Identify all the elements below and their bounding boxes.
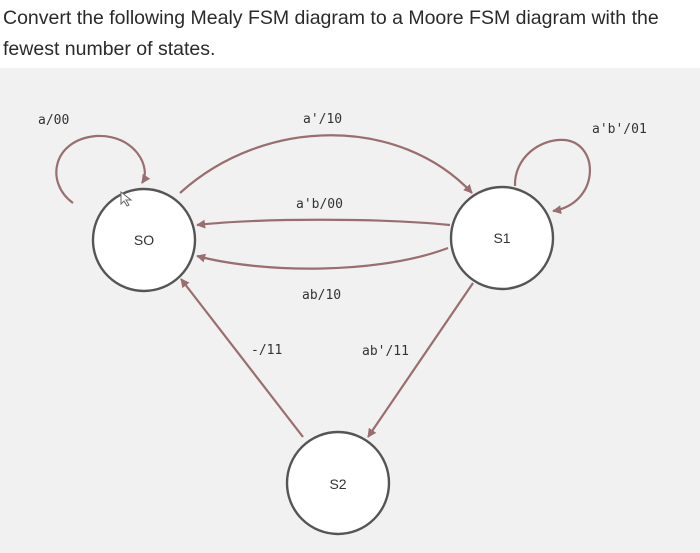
edge-s0-self bbox=[55, 134, 151, 204]
edge-label-s0-self: a/00 bbox=[38, 113, 69, 128]
state-s0: SO bbox=[91, 187, 197, 293]
state-s2: S2 bbox=[285, 430, 391, 536]
edge-s1-to-s0-lower bbox=[196, 246, 449, 270]
edge-label-s0-to-s1: a'/10 bbox=[303, 112, 342, 127]
edge-label-s1-to-s2: ab'/11 bbox=[362, 344, 409, 359]
edge-s1-to-s2 bbox=[367, 282, 474, 438]
question-text: Convert the following Mealy FSM diagram … bbox=[3, 7, 659, 60]
state-s1: S1 bbox=[449, 185, 555, 291]
fsm-diagram: SO S1 S2 a/00 a'/10 a'b/00 ab/10 a'b'/01… bbox=[38, 112, 647, 536]
edge-s1-to-s0-upper bbox=[196, 218, 451, 229]
diagram-panel: SO S1 S2 a/00 a'/10 a'b/00 ab/10 a'b'/01… bbox=[0, 68, 700, 553]
edge-label-s1-self: a'b'/01 bbox=[592, 122, 647, 137]
state-s0-label: SO bbox=[134, 232, 154, 248]
edge-label-s1-to-s0-upper: a'b/00 bbox=[296, 197, 343, 212]
state-s2-label: S2 bbox=[329, 476, 346, 492]
edge-s2-to-s0 bbox=[180, 278, 304, 438]
edge-label-s2-to-s0: -/11 bbox=[251, 343, 282, 358]
edge-s0-to-s1 bbox=[179, 134, 473, 194]
edge-s1-self bbox=[513, 138, 591, 215]
state-s1-label: S1 bbox=[493, 230, 510, 246]
edge-label-s1-to-s0-lower: ab/10 bbox=[302, 288, 341, 303]
mouse-pointer-icon bbox=[120, 190, 133, 207]
